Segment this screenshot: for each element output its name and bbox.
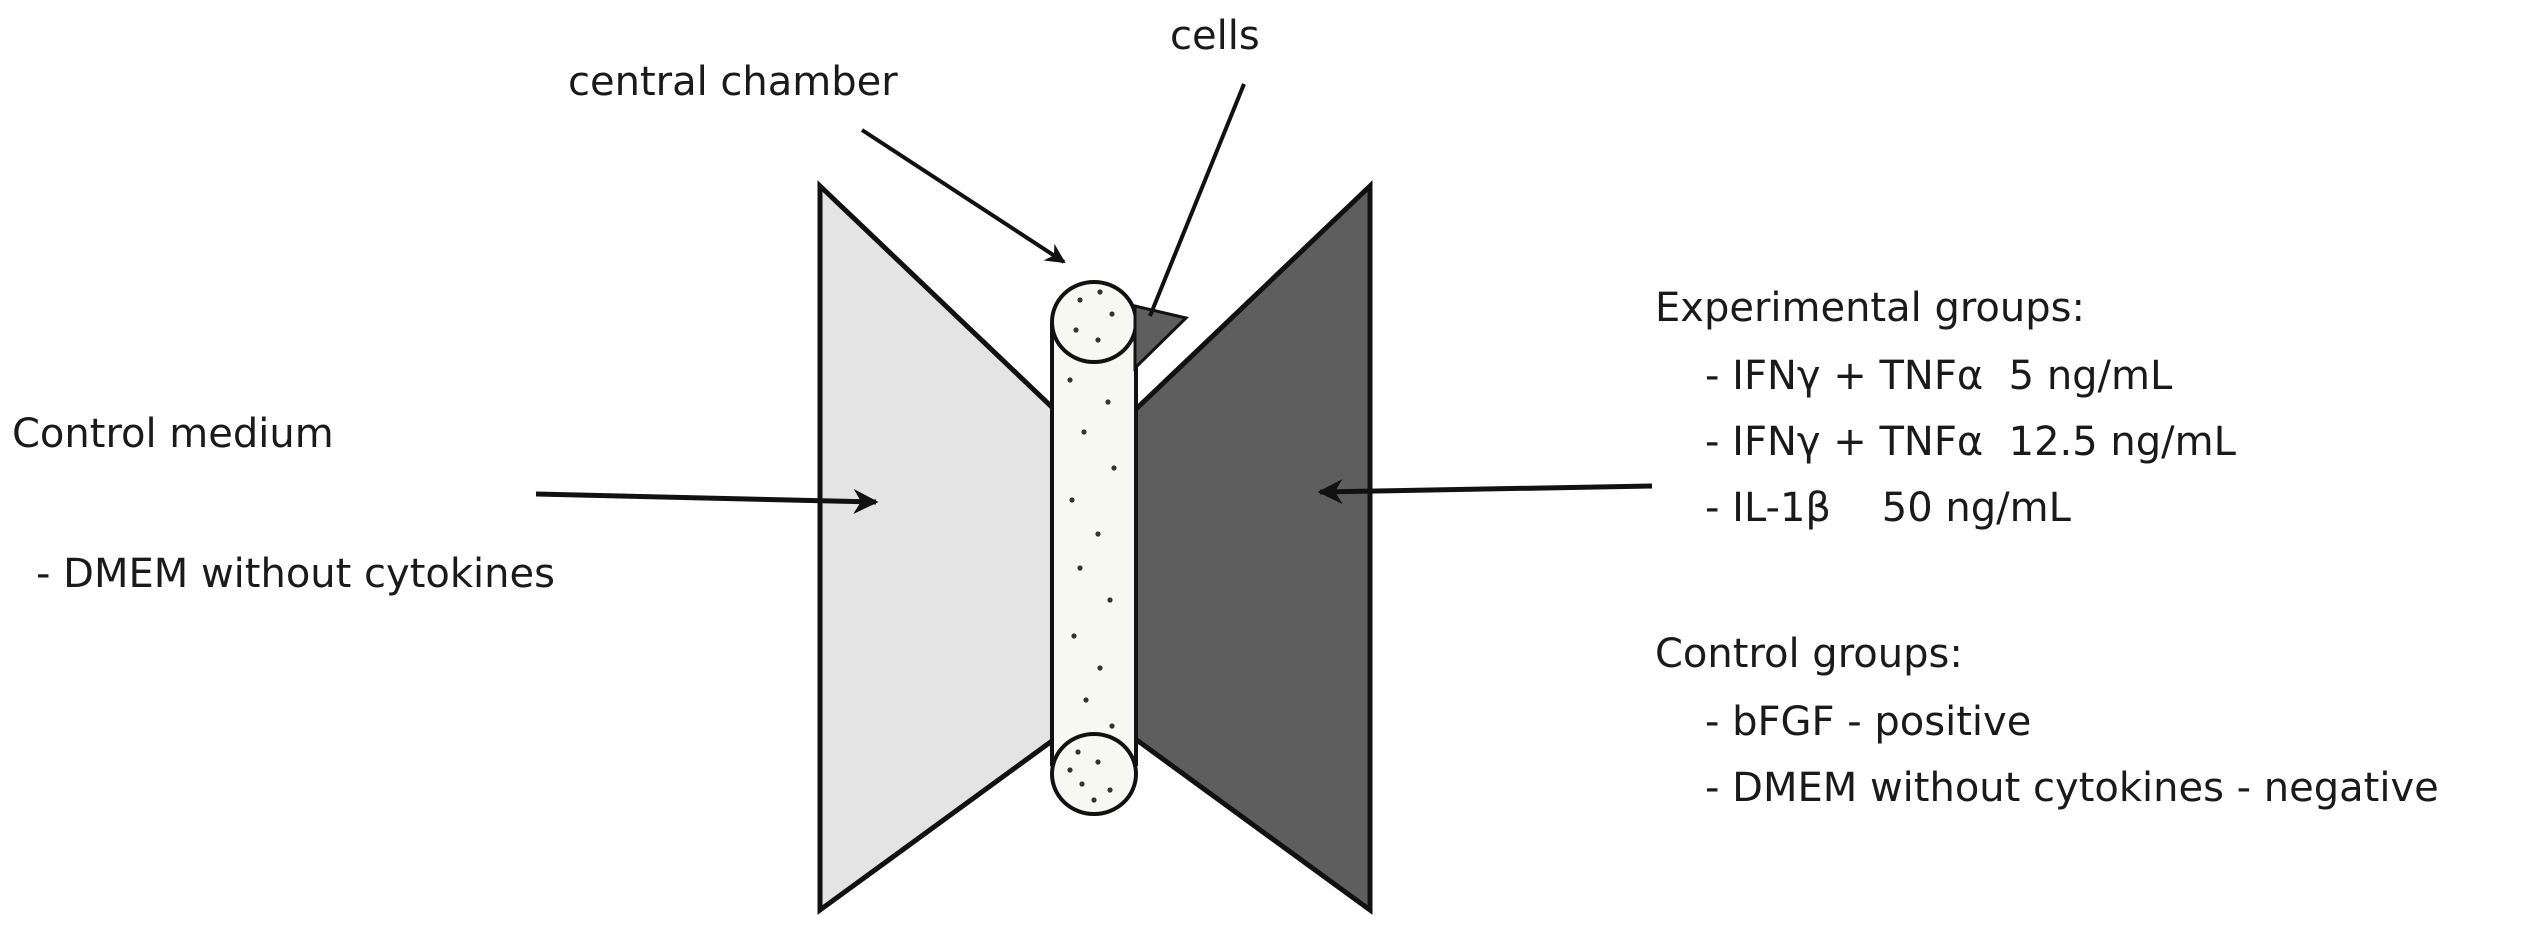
cell-dot: [1109, 723, 1115, 729]
cell-dot: [1071, 633, 1077, 639]
control-group-item: - DMEM without cytokines - negative: [1705, 765, 2439, 811]
cell-dots: [1067, 289, 1117, 803]
left-chamber: [817, 180, 1081, 915]
control-groups-title: Control groups:: [1655, 631, 1963, 677]
control-medium-label: Control medium: [12, 411, 334, 457]
central-chamber: [1050, 280, 1138, 816]
cell-dot: [1107, 787, 1113, 793]
cell-dot: [1095, 759, 1101, 765]
experimental-group-item: - IFNγ + TNFα 12.5 ng/mL: [1705, 419, 2236, 465]
central-chamber-label: central chamber: [568, 59, 898, 105]
cell-dot: [1111, 465, 1117, 471]
central-chamber-arrow: [860, 128, 1066, 264]
cell-dot: [1097, 665, 1103, 671]
cell-dot: [1077, 565, 1083, 571]
cell-dot: [1067, 377, 1073, 383]
cell-dot: [1091, 797, 1097, 803]
experimental-group-item: - IFNγ + TNFα 5 ng/mL: [1705, 353, 2173, 399]
cell-dot: [1095, 337, 1101, 343]
cell-dot: [1069, 497, 1075, 503]
cell-dot: [1077, 297, 1083, 303]
control-medium-item: - DMEM without cytokines: [36, 551, 555, 597]
right-chamber: [1109, 180, 1373, 915]
experimental-group-item: - IL-1β 50 ng/mL: [1705, 485, 2071, 531]
control-group-item: - bFGF - positive: [1705, 699, 2032, 745]
cell-dot: [1095, 531, 1101, 537]
experimental-arrow: [1317, 479, 1653, 505]
cells-label: cells: [1170, 13, 1260, 59]
cell-dot: [1073, 327, 1079, 333]
experimental-groups-title: Experimental groups:: [1655, 285, 2085, 331]
cell-dot: [1105, 399, 1111, 405]
control-medium-arrow: [535, 488, 879, 514]
cells-pointer: [1133, 304, 1189, 372]
cell-dot: [1079, 781, 1085, 787]
cells-leader-line: [1148, 83, 1246, 317]
cell-dot: [1097, 289, 1103, 295]
cell-dot: [1075, 749, 1081, 755]
cell-dot: [1109, 311, 1115, 317]
cell-dot: [1083, 697, 1089, 703]
cell-dot: [1081, 429, 1087, 435]
cell-dot: [1107, 597, 1113, 603]
cell-dot: [1067, 767, 1073, 773]
